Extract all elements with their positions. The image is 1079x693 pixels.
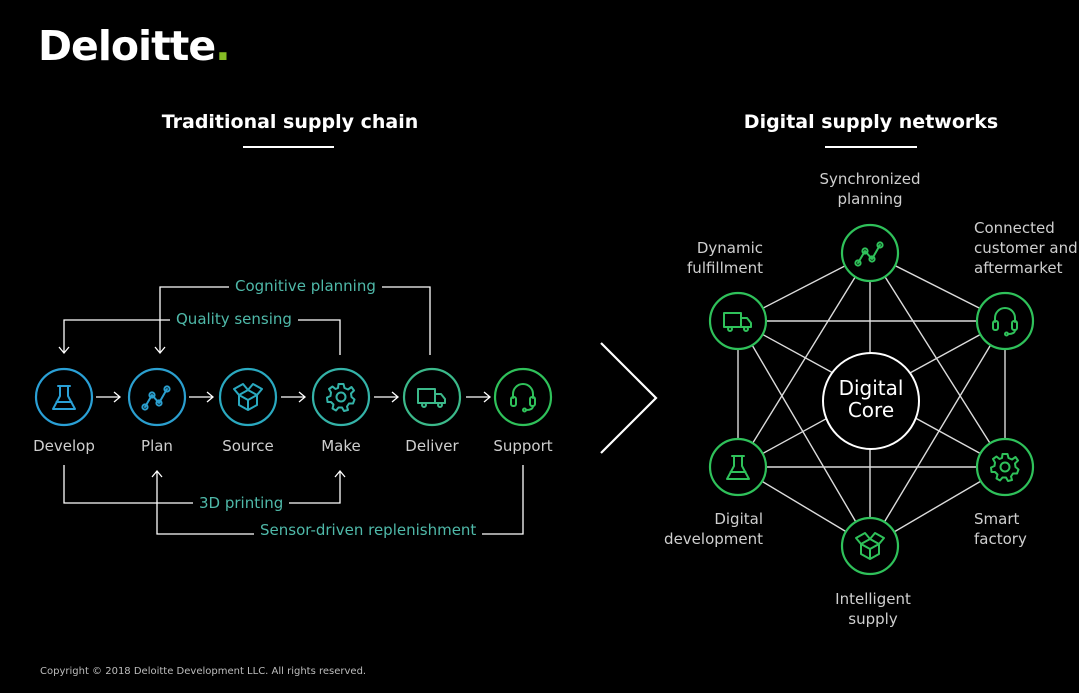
stage-label-support: Support bbox=[493, 437, 553, 455]
logo-text: Deloitte bbox=[38, 22, 216, 70]
stage-arrow-plan-source bbox=[189, 391, 215, 403]
node-dynamic-fulfillment bbox=[708, 291, 768, 351]
stage-source bbox=[218, 367, 278, 427]
stage-label-develop: Develop bbox=[33, 437, 95, 455]
node-label-synchronized-planning: Synchronized planning bbox=[800, 169, 940, 209]
label-line: aftermarket bbox=[974, 259, 1063, 277]
label-line: supply bbox=[848, 610, 898, 628]
label-line: Smart bbox=[974, 510, 1020, 528]
node-label-digital-development: Digital development bbox=[643, 509, 763, 549]
digital-core-line2: Core bbox=[847, 398, 895, 422]
stage-arrow-develop-plan bbox=[96, 391, 122, 403]
stage-make bbox=[311, 367, 371, 427]
node-label-connected-customer: Connected customer and aftermarket bbox=[974, 218, 1079, 278]
stage-arrow-make-deliver bbox=[374, 391, 400, 403]
stage-arrow-deliver-support bbox=[466, 391, 492, 403]
logo-dot: . bbox=[215, 22, 231, 70]
copyright-notice: Copyright © 2018 Deloitte Development LL… bbox=[40, 666, 367, 677]
label-line: fulfillment bbox=[687, 259, 763, 277]
node-connected-customer bbox=[975, 291, 1035, 351]
headset-icon bbox=[510, 383, 536, 413]
node-label-intelligent-supply: Intelligent supply bbox=[813, 589, 933, 629]
node-digital-development bbox=[708, 437, 768, 497]
label-line: Digital bbox=[714, 510, 763, 528]
node-label-smart-factory: Smart factory bbox=[974, 509, 1064, 549]
traditional-title: Traditional supply chain bbox=[161, 111, 419, 133]
label-line: Dynamic bbox=[696, 239, 763, 257]
deloitte-logo: Deloitte. bbox=[38, 22, 231, 70]
label-line: customer and bbox=[974, 239, 1078, 257]
digital-title: Digital supply networks bbox=[743, 111, 999, 133]
box-icon bbox=[233, 383, 263, 411]
label-line: Intelligent bbox=[835, 590, 911, 608]
label-line: Synchronized bbox=[819, 170, 921, 188]
cognitive-planning-label: Cognitive planning bbox=[229, 277, 382, 295]
label-line: Connected bbox=[974, 219, 1055, 237]
stage-arrow-source-make bbox=[281, 391, 307, 403]
transition-chevron bbox=[600, 342, 658, 454]
stage-label-plan: Plan bbox=[141, 437, 173, 455]
line-graph-icon bbox=[141, 385, 171, 411]
3d-printing-label: 3D printing bbox=[193, 494, 290, 512]
node-intelligent-supply bbox=[840, 516, 900, 576]
stage-support bbox=[493, 367, 553, 427]
stage-label-deliver: Deliver bbox=[405, 437, 459, 455]
stage-develop bbox=[34, 367, 94, 427]
sensor-replenishment-label: Sensor-driven replenishment bbox=[254, 521, 483, 539]
label-line: development bbox=[664, 530, 763, 548]
node-label-dynamic-fulfillment: Dynamic fulfillment bbox=[643, 238, 763, 278]
gear-icon bbox=[326, 383, 356, 412]
stage-plan bbox=[127, 367, 187, 427]
label-line: planning bbox=[837, 190, 903, 208]
digital-core bbox=[822, 352, 920, 450]
digital-title-underline bbox=[825, 146, 917, 148]
label-line: factory bbox=[974, 530, 1027, 548]
node-synchronized-planning bbox=[840, 223, 900, 283]
traditional-title-underline bbox=[243, 146, 334, 148]
flask-icon bbox=[52, 385, 76, 410]
digital-core-label: Digital Core bbox=[810, 377, 932, 421]
node-smart-factory bbox=[975, 437, 1035, 497]
stage-label-source: Source bbox=[222, 437, 274, 455]
truck-icon bbox=[417, 388, 446, 408]
digital-core-line1: Digital bbox=[838, 376, 904, 400]
quality-sensing-label: Quality sensing bbox=[170, 310, 298, 328]
stage-label-make: Make bbox=[321, 437, 361, 455]
stage-deliver bbox=[402, 367, 462, 427]
